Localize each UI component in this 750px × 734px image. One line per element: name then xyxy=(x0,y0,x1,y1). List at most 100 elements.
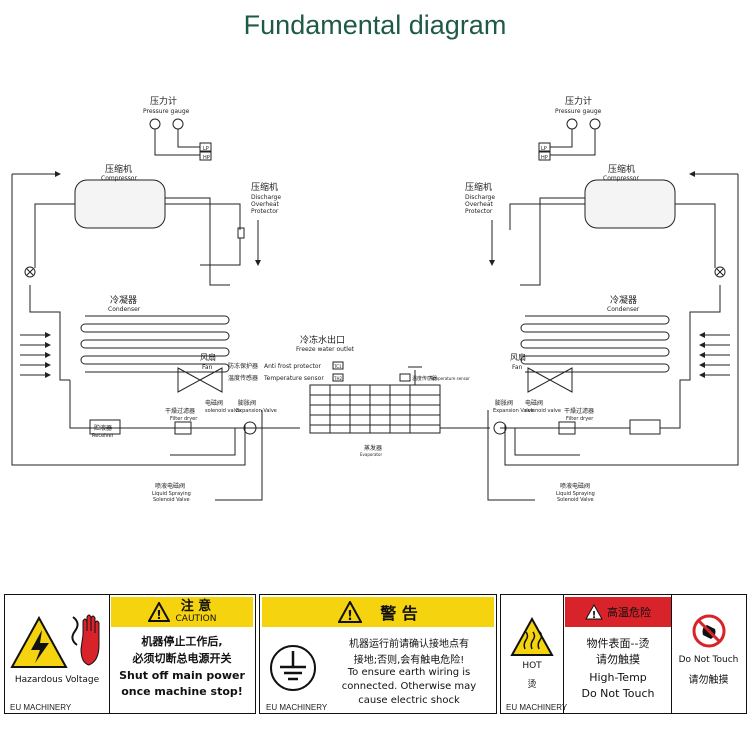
right-solenoid-en: solenoid valve xyxy=(525,408,561,414)
left-spray-cn: 喷液电磁阀 xyxy=(155,482,185,490)
left-overheat-en1: Discharge xyxy=(251,194,281,201)
svg-text:!: ! xyxy=(592,610,597,620)
right-overheat-cn: 压缩机 xyxy=(465,181,492,193)
left-compressor-en: Compressor xyxy=(101,175,137,182)
hot-en-line2: Do Not Touch xyxy=(581,687,655,700)
temp-sensor-en: Temperature sensor xyxy=(263,375,324,382)
left-overheat-en2: Overheat xyxy=(251,201,279,208)
right-filter-en: Filter dryer xyxy=(566,416,594,422)
left-lp: LP xyxy=(203,146,209,152)
left-hp: HP xyxy=(203,155,210,161)
page-title: Fundamental diagram xyxy=(243,10,507,40)
right-unit xyxy=(487,118,739,501)
right-solenoid-cn: 电磁阀 xyxy=(525,399,543,407)
water-outlet-en: Freeze water outlet xyxy=(296,346,355,353)
temp-sensor-cn: 温度传感器 xyxy=(228,374,258,382)
no-touch-icon xyxy=(692,614,726,648)
center-temp-sensor-en: Temperature sensor xyxy=(429,376,470,381)
right-expansion-en: Expansion Valve xyxy=(493,408,534,414)
left-fan-en: Fan xyxy=(202,364,213,371)
right-condenser-en: Condenser xyxy=(607,306,640,313)
left-overheat-en3: Protector xyxy=(251,208,279,215)
right-condenser-cn: 冷凝器 xyxy=(610,294,637,306)
left-condenser-en: Condenser xyxy=(108,306,141,313)
right-compressor-en: Compressor xyxy=(603,175,639,182)
right-gauge-cn: 压力计 xyxy=(565,95,592,107)
left-fan-cn: 风扇 xyxy=(200,352,216,362)
caution-en-line2: once machine stop! xyxy=(121,685,243,698)
svg-text:!: ! xyxy=(347,609,353,623)
hot-en: HOT xyxy=(522,661,542,671)
left-gauge-en: Pressure gauge xyxy=(143,108,190,115)
left-fan-icon xyxy=(177,367,223,393)
right-lp: LP xyxy=(541,146,547,152)
warning-en-line3: cause electric shock xyxy=(358,695,460,706)
center-temp-sensor-cn: 温度传感器 xyxy=(412,375,437,382)
warning-en-line2: connected. Otherwise may xyxy=(341,681,477,692)
evaporator-cn: 蒸发器 xyxy=(364,444,382,452)
anti-frost-cn: 防冻保护器 xyxy=(228,362,258,370)
left-unit xyxy=(11,118,300,501)
caution-en-line1: Shut off main power xyxy=(119,669,245,682)
water-outlet-cn: 冷冻水出口 xyxy=(300,334,345,346)
right-overheat-en3: Protector xyxy=(465,208,493,215)
high-voltage-icon xyxy=(10,615,68,668)
warning-icon: ! xyxy=(338,601,363,623)
no-touch-cn: 请勿触摸 xyxy=(688,675,729,686)
hot-en-line1: High-Temp xyxy=(589,671,647,684)
danger-icon: ! xyxy=(585,604,603,620)
left-condenser-cn: 冷凝器 xyxy=(110,294,137,306)
tc1-label: TC1 xyxy=(333,364,342,369)
anti-frost-en: Anti frost protector xyxy=(264,363,322,370)
warning-cn-line2: 接地;否则,会有触电危险! xyxy=(353,655,465,666)
hot-cn-line1: 物件表面--烫 xyxy=(586,637,650,650)
no-touch-en: Do Not Touch xyxy=(678,655,739,665)
left-solenoid-cn: 电磁阀 xyxy=(205,399,223,407)
right-overheat-en2: Overheat xyxy=(465,201,493,208)
left-solenoid-en: solenoid valve xyxy=(205,408,241,414)
left-spray-en2: Solenoid Valve xyxy=(153,497,190,503)
right-hp: HP xyxy=(541,155,548,161)
hazard-label-text: Hazardous Voltage xyxy=(14,675,100,685)
evaporator-block xyxy=(309,361,490,434)
refrigeration-diagram: 压力计 Pressure gauge LP HP 压缩机 Compressor … xyxy=(11,95,739,503)
right-spray-en2: Solenoid Valve xyxy=(557,497,594,503)
right-spray-en1: Liquid Spraying xyxy=(556,491,595,497)
earth-ground-icon xyxy=(270,645,316,691)
evaporator-en: Evaporator xyxy=(360,452,382,457)
right-filter-cn: 干燥过滤器 xyxy=(564,407,594,415)
caution-icon: ! xyxy=(147,602,170,622)
caution-cn-line1: 机器停止工作后, xyxy=(141,635,223,648)
left-receiver-cn: 贮液器 xyxy=(94,424,112,432)
right-gauge-en: Pressure gauge xyxy=(555,108,602,115)
th2-label: TH2 xyxy=(333,376,342,381)
right-expansion-cn: 膨胀阀 xyxy=(495,399,513,407)
left-expansion-en: Expansion Valve xyxy=(236,408,277,414)
warning-label-hot: HOT 烫 ! 高温危险 物件表面--烫 请勿触摸 High-Temp Do N… xyxy=(500,594,747,714)
hot-surface-icon xyxy=(510,617,554,656)
right-spray-cn: 喷液电磁阀 xyxy=(560,482,590,490)
brand-label-1: EU MACHINERY xyxy=(10,703,72,712)
left-filter-cn: 干燥过滤器 xyxy=(165,407,195,415)
caution-cn-line2: 必须切断总电源开关 xyxy=(132,652,232,665)
left-overheat-cn: 压缩机 xyxy=(251,181,278,193)
left-spray-en1: Liquid Spraying xyxy=(152,491,191,497)
warning-cn: 警 告 xyxy=(380,604,418,623)
right-overheat-en1: Discharge xyxy=(465,194,495,201)
warning-label-hazardous-voltage: Hazardous Voltage ! 注 意 CAUTION 机器停止工作后,… xyxy=(4,594,256,714)
brand-label-3: EU MACHINERY xyxy=(506,703,568,712)
right-fan-cn: 风扇 xyxy=(510,352,526,362)
right-fan-en: Fan xyxy=(512,364,523,371)
left-expansion-cn: 膨胀阀 xyxy=(238,399,256,407)
left-filter-en: Filter dryer xyxy=(170,416,198,422)
hot-danger-cn: 高温危险 xyxy=(607,606,651,619)
brand-label-2: EU MACHINERY xyxy=(266,703,328,712)
hot-cn: 烫 xyxy=(527,680,537,690)
svg-text:!: ! xyxy=(156,608,161,622)
right-fan-icon xyxy=(527,367,573,393)
left-receiver-en: Receiver xyxy=(92,433,115,439)
right-compressor-cn: 压缩机 xyxy=(608,163,635,175)
hot-cn-line2: 请勿触摸 xyxy=(596,653,640,666)
caution-cn: 注 意 xyxy=(180,599,212,614)
caution-en: CAUTION xyxy=(175,614,217,624)
